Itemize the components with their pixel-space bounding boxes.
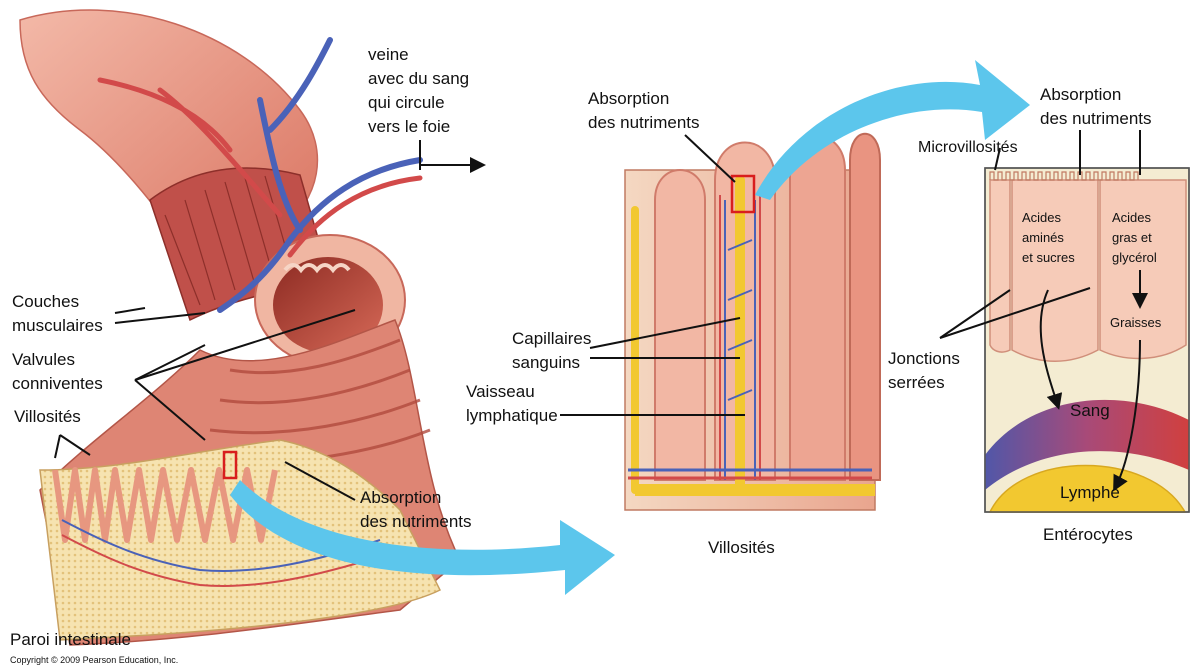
microvilli-label: Microvillosités	[918, 139, 1018, 156]
lymph-label: Lymphe	[1060, 483, 1120, 502]
villi-left-label: Villosités	[14, 407, 81, 426]
enterocytes-illustration	[985, 168, 1189, 512]
lymph-vessel-label: Vaisseau lymphatique	[466, 382, 558, 425]
fats-label: Graisses	[1110, 315, 1162, 330]
vein-label: veine avec du sang qui circule vers le f…	[368, 45, 474, 136]
capillaries-label: Capillaires sanguins	[512, 329, 596, 372]
villi-middle-label: Villosités	[708, 538, 775, 557]
fatty-acids-label: Acides gras et glycérol	[1112, 210, 1157, 265]
tight-junctions-label: Jonctions serrées	[888, 349, 965, 392]
copyright-text: Copyright © 2009 Pearson Education, Inc.	[10, 655, 178, 665]
muscle-layers-label: Couches musculaires	[12, 292, 103, 335]
enterocyte-cell	[1100, 180, 1186, 358]
absorption-right-label: Absorption des nutriments	[1040, 85, 1152, 128]
enterocytes-label: Entérocytes	[1043, 525, 1133, 544]
villus-finger	[655, 170, 705, 480]
villus-finger	[850, 134, 880, 480]
villus-finger	[790, 136, 845, 480]
blood-label: Sang	[1070, 401, 1110, 420]
enterocyte-cell	[990, 180, 1010, 352]
circular-folds-label: Valvules conniventes	[12, 350, 103, 393]
intestinal-wall-label: Paroi intestinale	[10, 630, 131, 649]
villi-block-illustration	[625, 134, 880, 510]
absorption-middle-label: Absorption des nutriments	[588, 89, 700, 132]
enterocyte-cell	[1012, 180, 1098, 361]
